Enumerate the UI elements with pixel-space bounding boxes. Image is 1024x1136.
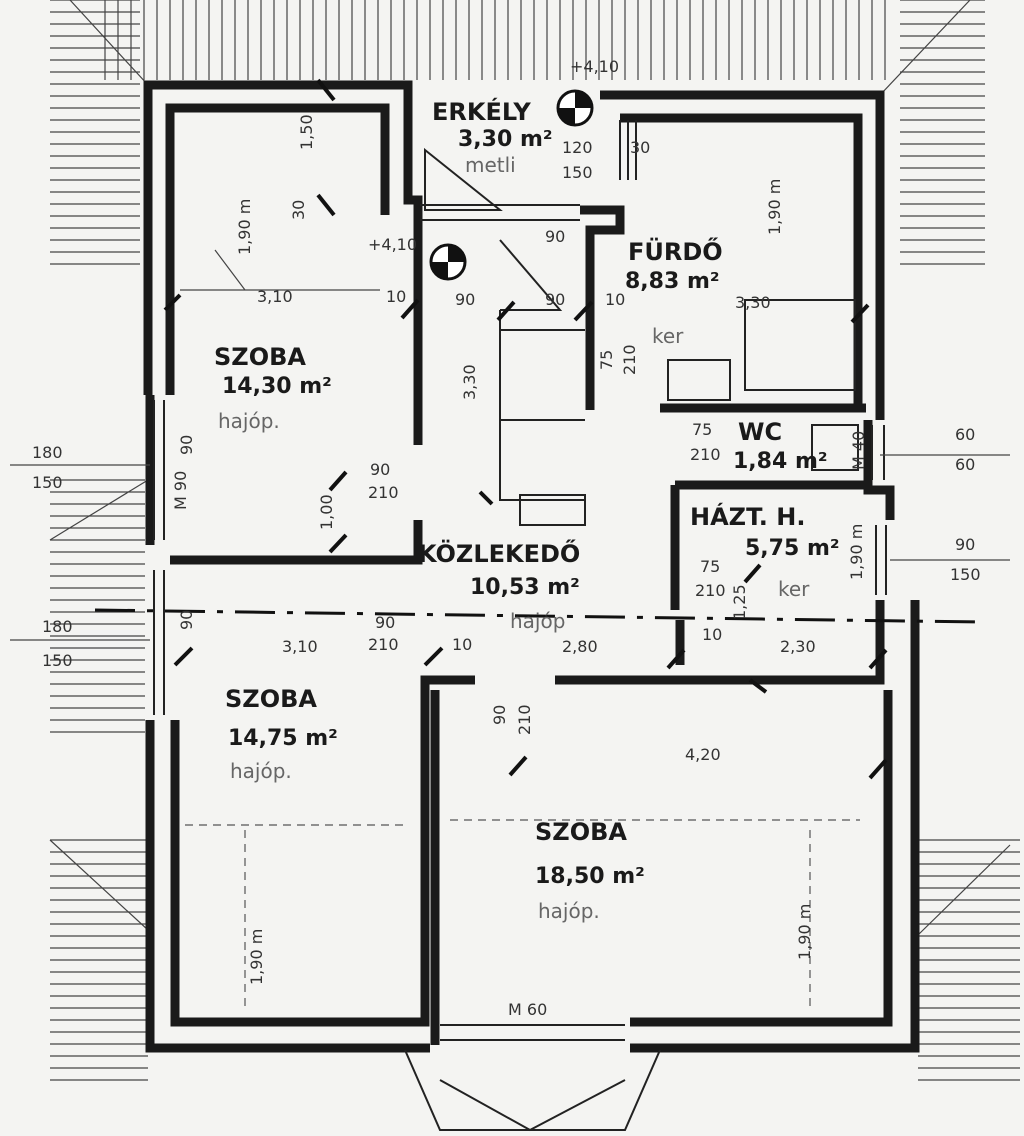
hatch-line: [879, 0, 971, 96]
dim: 90: [545, 290, 565, 309]
dim: 90: [490, 705, 509, 725]
dim: 180: [42, 617, 73, 636]
dim: 1,90 m: [235, 199, 254, 255]
dim: 90: [375, 613, 395, 632]
room-area-hazt: 5,75 m²: [745, 536, 840, 561]
roof-hatching: [49, 0, 1020, 1081]
dim: 120: [562, 138, 593, 157]
dim: 90: [955, 535, 975, 554]
room-name-hall: KÖZLEKEDŐ: [418, 538, 580, 568]
room-floor-hazt: ker: [778, 577, 810, 601]
room-name-erkely: ERKÉLY: [432, 97, 531, 126]
dim: 90: [370, 460, 390, 479]
dim: 150: [42, 651, 73, 670]
hatch-line: [49, 479, 149, 541]
dim: 150: [32, 473, 63, 492]
dim: 150: [950, 565, 981, 584]
dim: 3,10: [282, 637, 318, 656]
level-hall: +4,10: [368, 235, 417, 254]
room-floor-szoba3: hajóp.: [538, 899, 600, 923]
dim: 1,90 m: [795, 904, 814, 960]
room-labels: ERKÉLY 3,30 m² metli FÜRDŐ 8,83 m² ker W…: [214, 57, 840, 923]
room-name-wc: WC: [738, 418, 782, 446]
room-name-szoba3: SZOBA: [535, 818, 627, 846]
dimension-labels: 1,50 30 3,10 10 90 90 10 3,30 3,30 120 1…: [32, 114, 981, 1019]
hatch-line: [49, 839, 149, 931]
dim: 75: [692, 420, 712, 439]
dim: 10: [452, 635, 472, 654]
dim: 180: [32, 443, 63, 462]
openings: [10, 120, 1010, 1041]
dim: 75: [700, 557, 720, 576]
dim: 1,90 m: [765, 179, 784, 235]
dim: 1,50: [297, 114, 316, 150]
dim: 1,90 m: [247, 929, 266, 985]
room-area-erkely: 3,30 m²: [458, 127, 553, 152]
dim: 3,30: [460, 364, 479, 400]
dim: 2,80: [562, 637, 598, 656]
hatch-line: [69, 0, 149, 86]
dim: 10: [386, 287, 406, 306]
hatch-line: [917, 844, 1011, 936]
room-area-wc: 1,84 m²: [733, 449, 828, 474]
dim: 210: [515, 704, 534, 735]
room-area-szoba2: 14,75 m²: [228, 726, 338, 751]
room-floor-szoba2: hajóp.: [230, 759, 292, 783]
dim: M 60: [508, 1000, 547, 1019]
walls: [143, 80, 920, 1053]
level-top: +4,10: [570, 57, 619, 76]
room-name-furdo: FÜRDŐ: [628, 236, 723, 266]
dim: 60: [955, 425, 975, 444]
room-name-szoba2: SZOBA: [225, 685, 317, 713]
dim: 90: [177, 435, 196, 455]
dimension-ticks: [163, 78, 888, 780]
room-floor-szoba1: hajóp.: [218, 409, 280, 433]
dim: 90: [177, 610, 196, 630]
dim: 150: [562, 163, 593, 182]
dim: 30: [289, 200, 308, 220]
dim: 2,30: [780, 637, 816, 656]
dim: 3,10: [257, 287, 293, 306]
room-name-szoba1: SZOBA: [214, 343, 306, 371]
room-area-szoba1: 14,30 m²: [222, 374, 332, 399]
room-floor-erkely: metli: [465, 153, 516, 177]
section-axis: [94, 608, 981, 624]
dim: 75: [597, 350, 616, 370]
room-area-hall: 10,53 m²: [470, 575, 580, 600]
dim: 60: [955, 455, 975, 474]
room-area-furdo: 8,83 m²: [625, 269, 720, 294]
dim: 210: [690, 445, 721, 464]
dim: 210: [620, 344, 639, 375]
dim: 210: [695, 581, 726, 600]
dim: 90: [545, 227, 565, 246]
dim: M 40: [849, 431, 868, 470]
dim: 210: [368, 635, 399, 654]
dim: 1,00: [317, 494, 336, 530]
dim: 90: [455, 290, 475, 309]
room-name-hazt: HÁZT. H.: [690, 502, 805, 531]
dim: 3,30: [735, 293, 771, 312]
room-area-szoba3: 18,50 m²: [535, 864, 645, 889]
room-floor-furdo: ker: [652, 324, 684, 348]
dim: 4,20: [685, 745, 721, 764]
dim: 210: [368, 483, 399, 502]
level-marker-icon: [429, 89, 594, 281]
dim: M 90: [171, 471, 190, 510]
dim: 1,25: [730, 584, 749, 620]
dim: 10: [702, 625, 722, 644]
dim: 30: [630, 138, 650, 157]
dim: 1,90 m: [847, 524, 866, 580]
bay-window: [404, 1049, 661, 1132]
room-floor-hall: hajóp: [510, 609, 565, 633]
dim: 10: [605, 290, 625, 309]
